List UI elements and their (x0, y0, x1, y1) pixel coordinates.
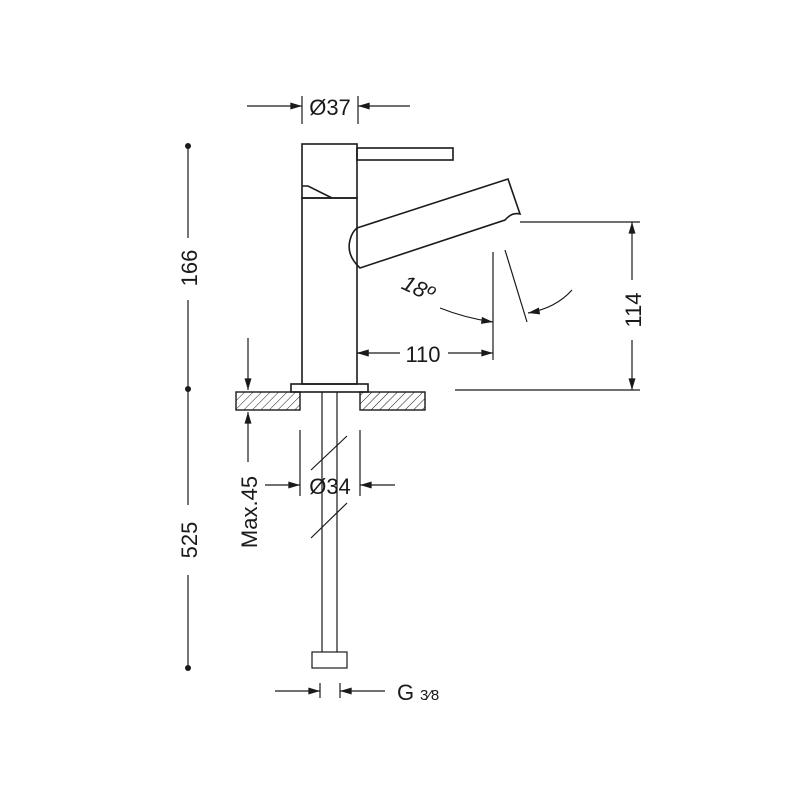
faucet-body (290, 143, 522, 393)
spout-reach-dimension: 110 (356, 252, 494, 367)
spout-angle-label: 18º (398, 270, 439, 307)
handle-diameter-label: Ø37 (309, 95, 351, 120)
spout-height-label: 114 (621, 292, 646, 327)
pipe-diameter-label: Ø34 (309, 474, 351, 499)
height-dimensions: 166 525 (177, 143, 202, 671)
counter-thickness-dimension: Max.45 (237, 338, 262, 548)
pipe-diameter-dimension: Ø34 (265, 430, 395, 499)
total-height-label: 166 (177, 250, 202, 287)
spout-height-dimension: 114 (455, 221, 646, 391)
handle-diameter-dimension: Ø37 (247, 95, 410, 124)
supply-hose (310, 392, 348, 669)
spout-reach-label: 110 (405, 342, 440, 367)
max-thickness-label: Max.45 (237, 476, 262, 548)
hose-length-label: 525 (177, 522, 202, 559)
spout-angle-dimension: 18º (398, 249, 573, 324)
lever-handle (356, 147, 454, 161)
thread-fraction-label: 3⁄8 (420, 687, 439, 704)
hose-connector (311, 651, 348, 669)
spout (348, 177, 522, 269)
thread-dimension: G 3⁄8 (275, 680, 439, 705)
countertop (235, 391, 426, 411)
thread-g-label: G (397, 680, 414, 705)
base-plate (290, 383, 369, 393)
